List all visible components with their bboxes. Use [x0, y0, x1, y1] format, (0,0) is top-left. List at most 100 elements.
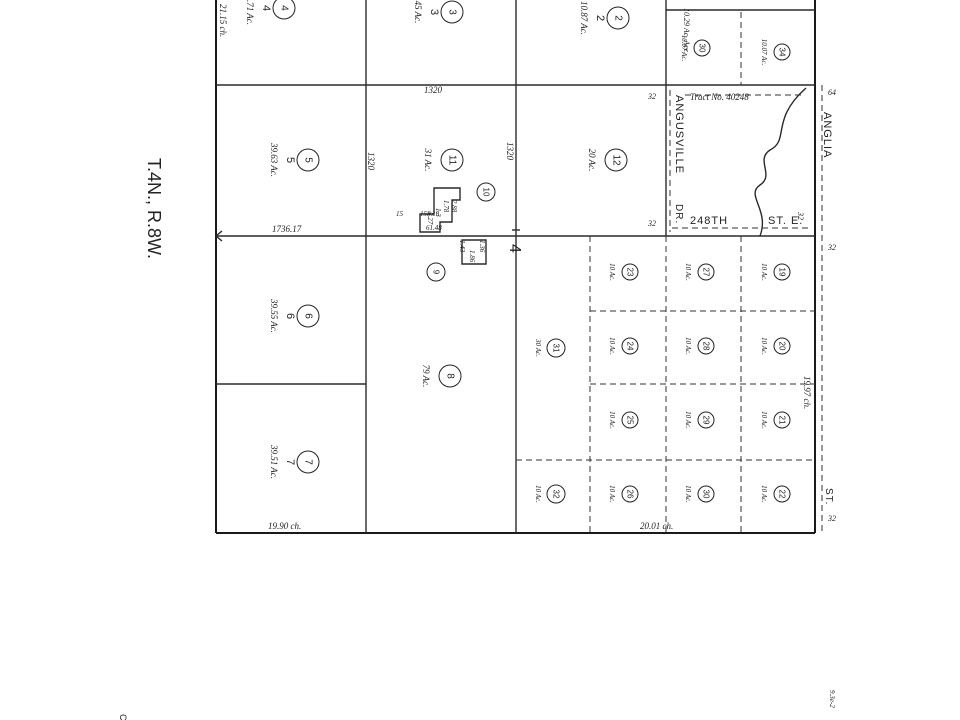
- parcel-circle-number: 23: [626, 268, 635, 277]
- parcel-circle: [606, 6, 630, 30]
- street-st: ST.: [823, 488, 834, 505]
- small-lot-labels: 2.88 1.78 1.3 5.27 1.43 1.86 61.48 1.36 …: [396, 200, 486, 263]
- parcel-number: 2: [594, 15, 606, 21]
- lot-j: 15: [396, 210, 404, 218]
- dim-2001: 20.01 ch.: [640, 521, 673, 531]
- tract-boundary-curve: [754, 87, 807, 237]
- parcel-acres: 30 Ac.: [534, 338, 542, 357]
- dim-edge-32-b: 32: [647, 219, 656, 228]
- parcel-19: 24 10 Ac.: [608, 337, 639, 355]
- parcel-acres: 10 Ac.: [534, 485, 542, 503]
- parcel-2: 3 3 45 Ac.: [413, 0, 464, 24]
- parcel-acres: 10 Ac.: [684, 337, 692, 355]
- parcel-number: 4: [260, 5, 272, 11]
- street-anglia: ANGLIA: [821, 112, 833, 158]
- parcel-circle-number: 2: [613, 15, 624, 21]
- tract-label: Tract No. 40248: [690, 92, 749, 102]
- parcel-circle: [621, 337, 639, 355]
- lot-d: 5.27: [426, 212, 434, 225]
- parcel-circle-number: 21: [778, 416, 787, 425]
- parcel-circle: [296, 148, 320, 172]
- parcel-acres: 10 Ac.: [608, 263, 616, 281]
- parcel-circle-number: 9: [432, 270, 441, 275]
- dim-top-1320: 1320: [424, 85, 443, 95]
- parcel-circle: [546, 484, 566, 504]
- parcel-number: 3: [428, 9, 440, 15]
- parcel-circle-number: 5: [303, 157, 314, 163]
- dim-right-1997: 19.97 ch.: [802, 376, 812, 409]
- parcel-acres: 10 Ac.: [608, 411, 616, 429]
- parcel-circle: [272, 0, 296, 20]
- township-label: T.4N., R.8W.: [144, 158, 164, 259]
- parcel-circle-number: 25: [626, 416, 635, 425]
- parcel-circle: [438, 364, 462, 388]
- parcel-circle-number: 31: [552, 344, 561, 353]
- lot-h: 1.36: [478, 240, 486, 253]
- dim-edge-32-e: 32: [796, 211, 805, 220]
- parcel-circle: [697, 337, 715, 355]
- parcel-acres: 10 Ac.: [608, 485, 616, 503]
- lot-c: 1.3: [434, 208, 442, 217]
- parcel-4: 30 10.07 Ac.: [680, 35, 711, 62]
- lot-e: 1.43: [458, 240, 466, 253]
- parcel-circle: [440, 148, 464, 172]
- parcel-circle-number: 26: [626, 490, 635, 499]
- dim-vert-1320-b: 1320: [505, 142, 515, 161]
- parcel-circle-number: 11: [447, 155, 458, 166]
- parcel-acres: 10 Ac.: [684, 485, 692, 503]
- parcel-circle: [296, 304, 320, 328]
- parcel-acres: 10 Ac.: [760, 411, 768, 429]
- parcel-number: 6: [284, 313, 296, 319]
- parcel-circle-number: 10: [482, 188, 491, 197]
- parcel-3: 2 2 10.87 Ac.: [579, 1, 630, 35]
- section-mark: 4: [506, 244, 523, 253]
- parcel-acres: 10 Ac.: [760, 337, 768, 355]
- parcel-acres: 10 Ac.: [684, 411, 692, 429]
- parcel-circle: [440, 0, 464, 24]
- parcel-circle: [604, 148, 628, 172]
- parcel-circle-number: 24: [626, 342, 635, 351]
- parcel-22: 25 10 Ac.: [608, 411, 639, 429]
- parcel-9: 10: [476, 182, 496, 202]
- parcel-24: 21 10 Ac.: [760, 411, 791, 429]
- parcel-acres: 10 Ac.: [608, 337, 616, 355]
- parcel-circle-number: 12: [611, 154, 622, 166]
- parcel-circle-number: 30: [698, 44, 707, 53]
- parcel-circle-number: 3: [447, 9, 458, 15]
- dim-edge-32-a: 32: [647, 92, 656, 101]
- parcel-circle-number: 30: [702, 490, 711, 499]
- dimension-labels: 1320 1320 1320 1736.17 19.90 ch. 20.01 c…: [218, 4, 836, 531]
- parcel-number: 5: [284, 157, 296, 163]
- parcel-circle: [697, 263, 715, 281]
- dim-edge-32-d: 32: [827, 514, 836, 523]
- parcel-acres: 10.87 Ac.: [579, 1, 589, 35]
- parcel-acres: 45 Ac.: [413, 1, 423, 24]
- bottom-left-mark: C: [118, 714, 128, 720]
- parcel-25: 26 10 Ac.: [608, 485, 639, 503]
- parcel-26: 30 10 Ac.: [684, 485, 715, 503]
- parcel-circle: [773, 263, 791, 281]
- parcel-acres: 10.07 Ac.: [680, 35, 688, 62]
- dim-vert-1320-a: 1320: [366, 152, 376, 171]
- street-dr: DR.: [673, 204, 684, 224]
- parcel-circle-number: 20: [778, 342, 787, 351]
- dim-edge-32-c: 32: [827, 243, 836, 252]
- parcel-number: 7: [284, 459, 296, 465]
- parcel-circle-number: 27: [702, 268, 711, 277]
- parcel-circle-number: 8: [445, 373, 456, 379]
- parcel-circle: [773, 337, 791, 355]
- parcel-acres: 10 Ac.: [760, 263, 768, 281]
- parcel-circle: [621, 263, 639, 281]
- lot-b: 1.78: [442, 200, 450, 213]
